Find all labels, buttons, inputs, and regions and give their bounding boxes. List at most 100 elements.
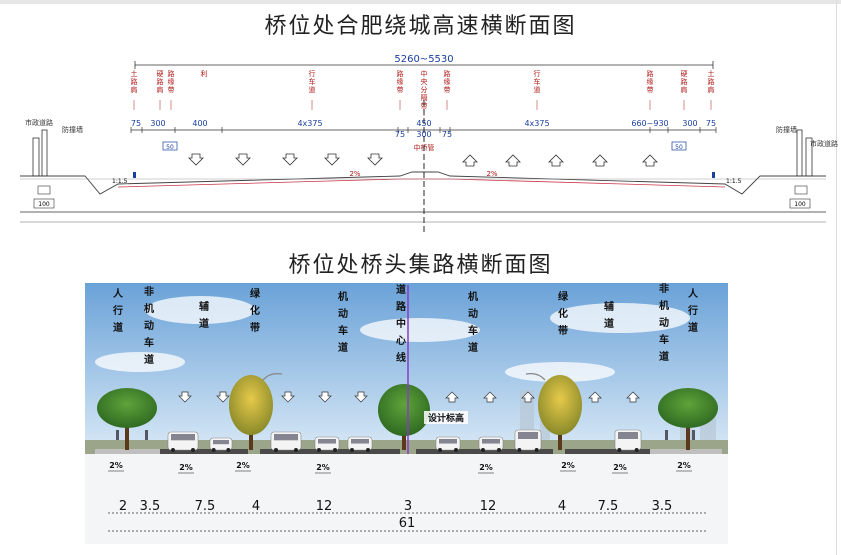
left-wall (32, 137, 40, 177)
dim-text-5: 300 (416, 130, 431, 139)
dim-text-10: 300 (682, 119, 697, 128)
zone-label-7: 车 (534, 77, 541, 86)
lane-label-0: 行 (112, 304, 123, 317)
right-border (836, 0, 837, 555)
width-text-9: 3.5 (652, 499, 673, 514)
slope-mark-0: 2% (109, 461, 123, 470)
width-text-7: 4 (558, 499, 566, 514)
road-slab-1 (160, 449, 248, 456)
road-slab-0 (95, 449, 160, 456)
lane-label-5: 中 (396, 317, 406, 330)
slope-mark-4: 2% (479, 463, 493, 472)
down-arrow-1 (235, 153, 251, 166)
lane-label-1: 非 (144, 285, 154, 298)
road-slab-5 (650, 449, 722, 456)
dim-text-6: 75 (442, 130, 452, 139)
lane-label-1: 车 (144, 336, 154, 349)
lane-label-2: 辅 (199, 300, 209, 313)
svg-text:50: 50 (166, 144, 174, 151)
pedestrian-3 (692, 430, 695, 440)
car-8 (614, 429, 642, 451)
lane-label-5: 心 (396, 335, 406, 347)
svg-text:2%: 2% (486, 170, 497, 178)
svg-text:100: 100 (38, 201, 50, 208)
left-sign-1: 市政道路 (25, 118, 53, 127)
svg-text:1:1.5: 1:1.5 (726, 178, 742, 185)
lane-label-0: 人 (113, 287, 124, 300)
zone-label-5: 分 (421, 85, 428, 94)
clouds (95, 296, 690, 382)
zone-label-8: 路 (647, 69, 654, 78)
lane-up-arrow-4 (626, 391, 640, 403)
lane-label-3: 带 (250, 321, 260, 334)
up-arrow-3 (592, 154, 608, 167)
lane-label-1: 道 (144, 353, 154, 366)
zone-label-3: 车 (309, 77, 316, 86)
lane-label-2: 道 (199, 317, 209, 330)
zone-label-0: 土 (131, 69, 138, 78)
zone-label-10: 肩 (708, 85, 715, 94)
lane-label-9: 车 (659, 333, 669, 346)
zone-label-1: 硬 (157, 70, 164, 78)
lane-up-arrow-2 (521, 391, 535, 403)
lane-label-10: 行 (687, 304, 698, 317)
lane-label-6: 动 (468, 307, 478, 320)
pedestrian-0 (116, 430, 119, 440)
lane-down-arrow-1 (216, 391, 230, 403)
pedestrian-1 (145, 430, 148, 440)
lane-label-3: 绿 (250, 287, 261, 300)
car-0 (167, 431, 199, 451)
pedestrian-2 (665, 430, 668, 440)
zone-label-2: 带 (168, 86, 175, 94)
zone-label-8: 缘 (647, 77, 654, 86)
lane-label-6: 机 (468, 290, 478, 303)
right-sign-1: 防撞墙 (776, 125, 797, 134)
zone-label-4: 缘 (397, 77, 404, 86)
total-width-text: 5260~5530 (394, 54, 453, 65)
up-arrow-2 (548, 154, 564, 167)
road-surface (20, 171, 826, 195)
zone-label-6: 带 (444, 86, 451, 94)
width-text-0: 2 (119, 499, 127, 514)
traffic-arrows (188, 153, 658, 167)
bottom-title: 桥位处桥头集路横断面图 (288, 253, 553, 278)
car-6 (478, 436, 504, 451)
lane-label-4: 车 (338, 324, 348, 337)
zone-label-10: 路 (708, 77, 715, 86)
lane-up-arrow-1 (483, 391, 497, 403)
lane-label-10: 道 (688, 321, 698, 334)
lane-label-4: 道 (338, 341, 348, 354)
zone-label-9: 肩 (681, 85, 688, 94)
lane-label-6: 车 (468, 324, 478, 337)
dim-text-9: 660~930 (631, 119, 668, 128)
lane-label-7: 带 (558, 324, 568, 337)
zone-label-4: 路 (397, 69, 404, 78)
zone-label-9: 硬 (681, 70, 688, 78)
zone-label-2: 路 (168, 69, 175, 78)
total-width: 61 (399, 516, 416, 531)
zone-label-5: 隔 (421, 93, 428, 102)
car-4 (347, 436, 373, 451)
highway-cross-section: 5260~5530 土路肩硬路肩路缘带行车道路缘带中央分隔带路缘带行车道路缘带硬… (20, 54, 838, 235)
zone-label-2: 缘 (168, 77, 175, 86)
car-1 (209, 437, 233, 451)
road-slab-4 (565, 449, 650, 456)
down-arrow-4 (367, 153, 383, 166)
slope-mark-5: 2% (561, 461, 575, 470)
dimension-area (85, 454, 728, 544)
up-arrow-0 (462, 154, 478, 167)
zone-label-10: 土 (708, 69, 715, 78)
lane-label-9: 道 (659, 350, 669, 363)
dim-text-4: 75 (395, 130, 405, 139)
lane-label-5: 路 (396, 300, 407, 313)
right-sign-2: 市政道路 (810, 139, 838, 148)
width-text-4: 12 (316, 499, 333, 514)
top-title: 桥位处合肥绕城高速横断面图 (264, 14, 577, 39)
slope-mark-1: 2% (179, 463, 193, 472)
zone-label-9: 路 (681, 77, 688, 86)
lane-down-arrow-3 (318, 391, 332, 403)
down-arrow-2 (282, 153, 298, 166)
lane-label-9: 非 (659, 282, 669, 295)
zone-label-7: 行 (534, 69, 541, 78)
width-text-6: 12 (480, 499, 497, 514)
